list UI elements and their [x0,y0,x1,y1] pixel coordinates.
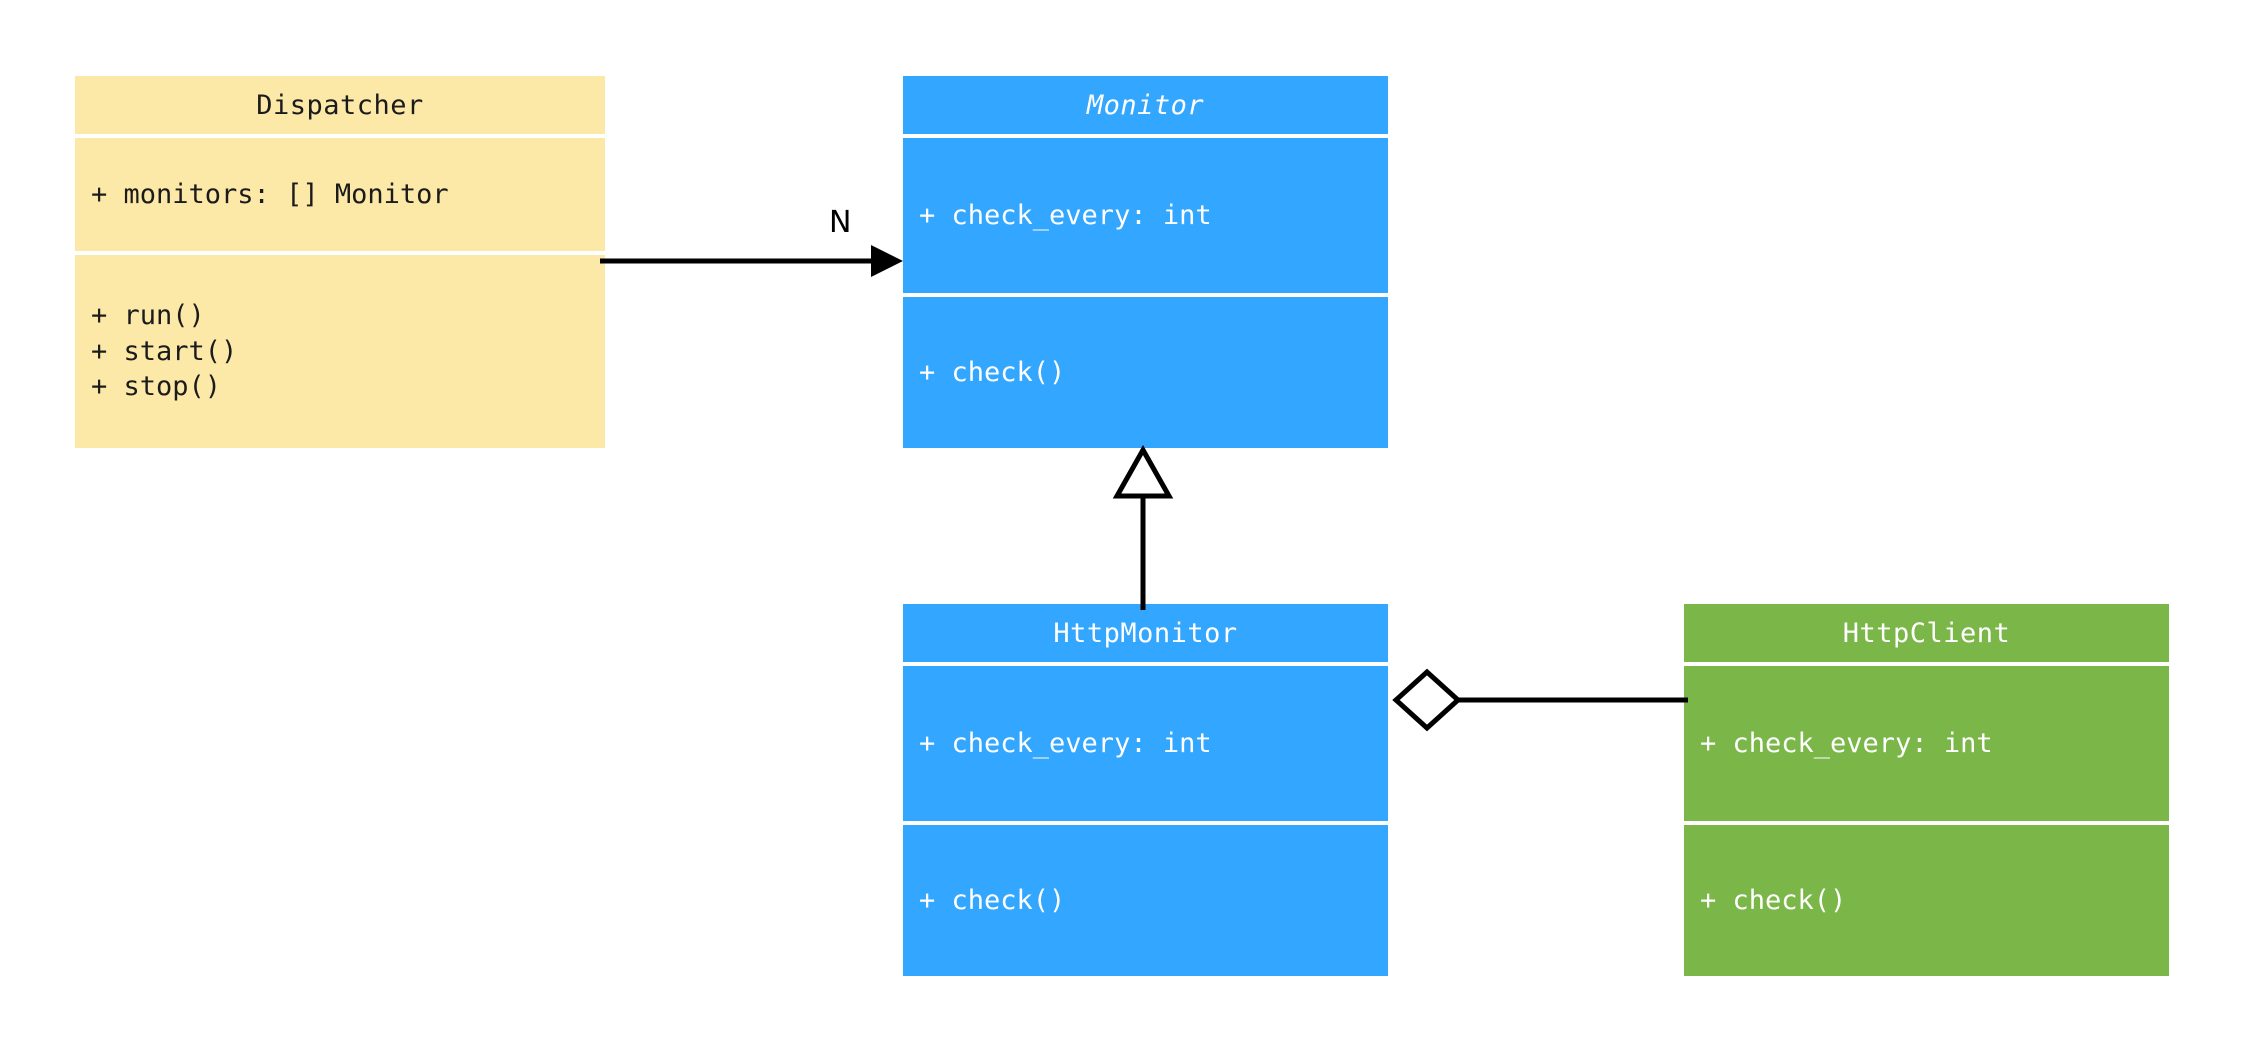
edge-label-multiplicity-n: N [829,205,852,240]
class-attributes-dispatcher: + monitors: [] Monitor [91,178,449,210]
class-attributes-monitor: + check_every: int [919,199,1212,231]
edge-httpmonitor-to-httpclient [1388,665,1688,735]
class-name-monitor: Monitor [1086,89,1205,121]
class-methods-compartment-dispatcher: + run() + start() + stop() [75,255,605,448]
class-attributes-compartment-monitor: + check_every: int [903,138,1388,293]
class-attributes-compartment-httpmonitor: + check_every: int [903,666,1388,821]
class-title-compartment-monitor: Monitor [903,76,1388,134]
class-methods-compartment-httpclient: + check() [1684,825,2169,976]
class-name-httpclient: HttpClient [1842,617,2011,649]
class-box-dispatcher[interactable]: Dispatcher + monitors: [] Monitor + run(… [75,76,605,448]
class-methods-dispatcher: + run() + start() + stop() [91,299,238,403]
edge-httpmonitor-to-monitor [1100,444,1220,610]
class-title-compartment-httpmonitor: HttpMonitor [903,604,1388,662]
class-box-httpclient[interactable]: HttpClient + check_every: int + check() [1684,604,2169,976]
class-title-compartment-dispatcher: Dispatcher [75,76,605,134]
class-methods-compartment-monitor: + check() [903,297,1388,448]
class-box-monitor[interactable]: Monitor + check_every: int + check() [903,76,1388,448]
class-title-compartment-httpclient: HttpClient [1684,604,2169,662]
class-box-httpmonitor[interactable]: HttpMonitor + check_every: int + check() [903,604,1388,976]
class-methods-httpclient: + check() [1700,884,1847,916]
class-name-dispatcher: Dispatcher [256,89,424,121]
class-methods-compartment-httpmonitor: + check() [903,825,1388,976]
class-attributes-compartment-dispatcher: + monitors: [] Monitor [75,138,605,251]
class-methods-monitor: + check() [919,356,1066,388]
class-attributes-compartment-httpclient: + check_every: int [1684,666,2169,821]
class-attributes-httpclient: + check_every: int [1700,727,1993,759]
class-name-httpmonitor: HttpMonitor [1053,617,1238,649]
class-methods-httpmonitor: + check() [919,884,1066,916]
class-attributes-httpmonitor: + check_every: int [919,727,1212,759]
edge-dispatcher-to-monitor [600,236,910,286]
